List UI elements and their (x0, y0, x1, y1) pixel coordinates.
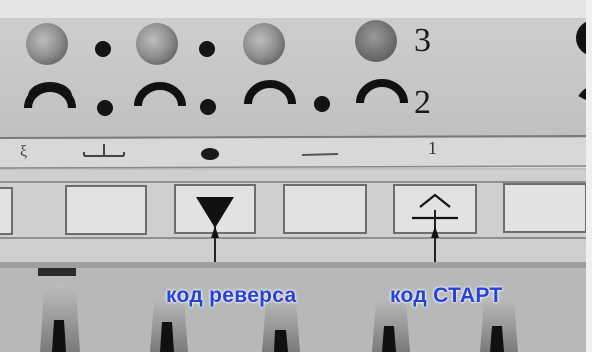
lower-key-5 (480, 296, 518, 352)
dot-2-1 (97, 100, 113, 116)
half-lamp-2-2 (134, 82, 186, 107)
row1-mark-2 (201, 148, 219, 160)
key-2 (65, 185, 147, 235)
indicator-bar (38, 268, 76, 276)
key-6 (503, 183, 587, 233)
key-1 (0, 187, 13, 235)
lamp-3-4 (355, 20, 397, 62)
dot-3-2 (199, 41, 215, 57)
start-code-caption: код СТАРТ (390, 284, 503, 307)
dot-3-1 (95, 41, 111, 57)
dot-2-2 (200, 99, 216, 115)
key-4 (283, 184, 367, 234)
svg-text:ξ: ξ (20, 143, 27, 160)
lower-key-1 (40, 284, 80, 352)
lower-key-3 (262, 296, 300, 352)
row1-mark-1 (83, 144, 125, 157)
dot-2-3 (314, 96, 330, 112)
row-2-label: 2 (414, 84, 431, 121)
reverse-code-caption: код реверса (166, 284, 297, 307)
half-lamp-2-3 (244, 80, 296, 105)
lamp-3-3 (243, 23, 285, 65)
lamp-3-1 (26, 23, 68, 65)
reverse-triangle-icon (196, 197, 234, 228)
row-1-label: 1 (428, 138, 437, 158)
lamp-3-2 (136, 23, 178, 65)
half-lamp-2-4 (356, 79, 408, 104)
row-3-label: 3 (414, 22, 431, 59)
key-frame (0, 181, 592, 239)
lower-key-4 (372, 296, 410, 352)
row1-mark-3 (301, 153, 339, 156)
